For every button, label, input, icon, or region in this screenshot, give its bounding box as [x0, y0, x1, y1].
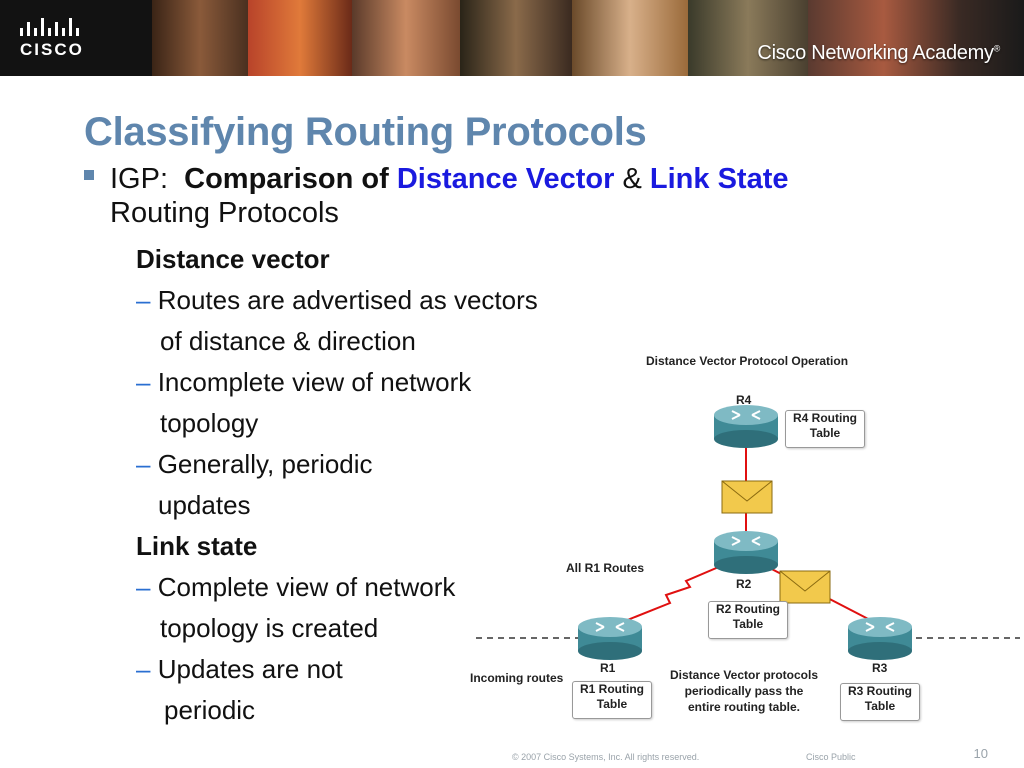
page-number: 10: [973, 746, 988, 761]
ls-item: – Complete view of network: [136, 572, 456, 602]
dv-item-cont: updates: [158, 490, 251, 520]
all-r1-routes-label: All R1 Routes: [566, 561, 645, 575]
dv-item-cont: of distance & direction: [160, 326, 416, 356]
igp-bullet-text: IGP: Comparison of Distance Vector & Lin…: [110, 163, 789, 229]
academy-title: Cisco Networking Academy®: [757, 42, 1000, 64]
dv-operation-diagram: Distance Vector Protocol Operation R4 R4…: [460, 345, 1024, 730]
photo-image: [572, 0, 688, 76]
router-r3-icon: [848, 617, 912, 660]
photo-image: [152, 0, 248, 76]
router-r4-icon: [714, 405, 778, 448]
diagram-title: Distance Vector Protocol Operation: [646, 354, 849, 368]
router-r1-icon: [578, 617, 642, 660]
cisco-logo: CISCO: [0, 0, 152, 76]
banner-photos: [152, 0, 1024, 76]
ls-item: – Updates are not: [136, 654, 343, 684]
ls-heading: Link state: [136, 531, 258, 561]
photo-image: [352, 0, 460, 76]
photo-image: [808, 0, 1024, 76]
bullet-square-icon: [84, 170, 94, 180]
dv-item-cont: topology: [160, 408, 259, 438]
cisco-bridge-icon: [20, 18, 79, 36]
ls-item-cont: topology is created: [160, 613, 379, 643]
photo-image: [460, 0, 572, 76]
router-label-r2: R2: [736, 577, 752, 591]
slide-title: Classifying Routing Protocols: [84, 110, 647, 154]
classification-text: Cisco Public: [806, 752, 856, 762]
router-label-r3: R3: [872, 661, 888, 675]
dv-item: – Generally, periodic: [136, 449, 373, 479]
link-r1-r2: [609, 562, 729, 628]
ls-item-cont: periodic: [164, 695, 256, 725]
envelope-icon: [721, 480, 773, 514]
envelope-icon: [779, 570, 831, 604]
dv-heading: Distance vector: [136, 244, 330, 274]
dv-item: – Routes are advertised as vectors: [136, 285, 538, 315]
header-banner: CISCO Cisco Networking Academy®: [0, 0, 1024, 76]
dv-item: – Incomplete view of network: [136, 367, 472, 397]
router-label-r1: R1: [600, 661, 616, 675]
photo-image: [688, 0, 808, 76]
photo-image: [248, 0, 352, 76]
incoming-routes-label: Incoming routes: [470, 671, 564, 685]
cisco-logo-text: CISCO: [20, 40, 84, 59]
router-r2-icon: [714, 531, 778, 574]
router-label-r4: R4: [736, 393, 752, 407]
diagram-graphics: [476, 405, 1020, 660]
copyright-text: © 2007 Cisco Systems, Inc. All rights re…: [512, 752, 700, 762]
